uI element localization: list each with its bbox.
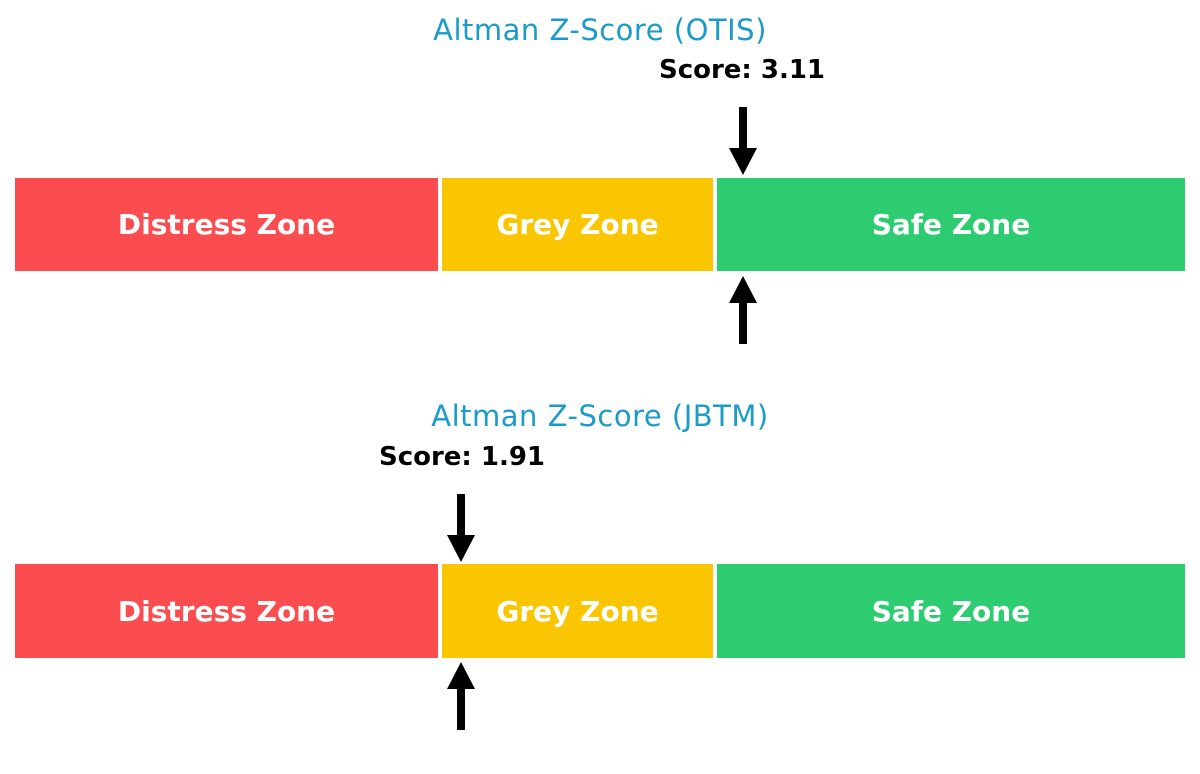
chart2-grey-zone: Grey Zone — [442, 564, 713, 658]
grey-zone-label: Grey Zone — [496, 594, 659, 628]
chart2-title: Altman Z-Score (JBTM) — [431, 399, 769, 433]
chart2-down-arrow-icon — [447, 494, 475, 562]
chart1-distress-zone: Distress Zone — [15, 178, 438, 271]
chart1-score-label: Score: 3.11 — [658, 55, 826, 85]
chart1-up-arrow-icon — [729, 276, 757, 344]
chart1-grey-zone: Grey Zone — [442, 178, 713, 271]
chart1-down-arrow-icon — [729, 107, 757, 175]
chart1-zone-bar: Distress Zone Grey Zone Safe Zone — [0, 178, 1200, 271]
chart2-distress-zone: Distress Zone — [15, 564, 438, 658]
chart2-score-label: Score: 1.91 — [378, 442, 546, 472]
distress-zone-label: Distress Zone — [117, 594, 336, 628]
chart1-safe-zone: Safe Zone — [717, 178, 1185, 271]
grey-zone-label: Grey Zone — [496, 208, 659, 241]
chart2-zone-bar: Distress Zone Grey Zone Safe Zone — [0, 564, 1200, 658]
chart2-up-arrow-icon — [447, 662, 475, 730]
safe-zone-label: Safe Zone — [871, 594, 1031, 628]
chart2-safe-zone: Safe Zone — [717, 564, 1185, 658]
distress-zone-label: Distress Zone — [117, 208, 336, 241]
safe-zone-label: Safe Zone — [871, 208, 1031, 241]
chart1-title: Altman Z-Score (OTIS) — [433, 13, 767, 47]
